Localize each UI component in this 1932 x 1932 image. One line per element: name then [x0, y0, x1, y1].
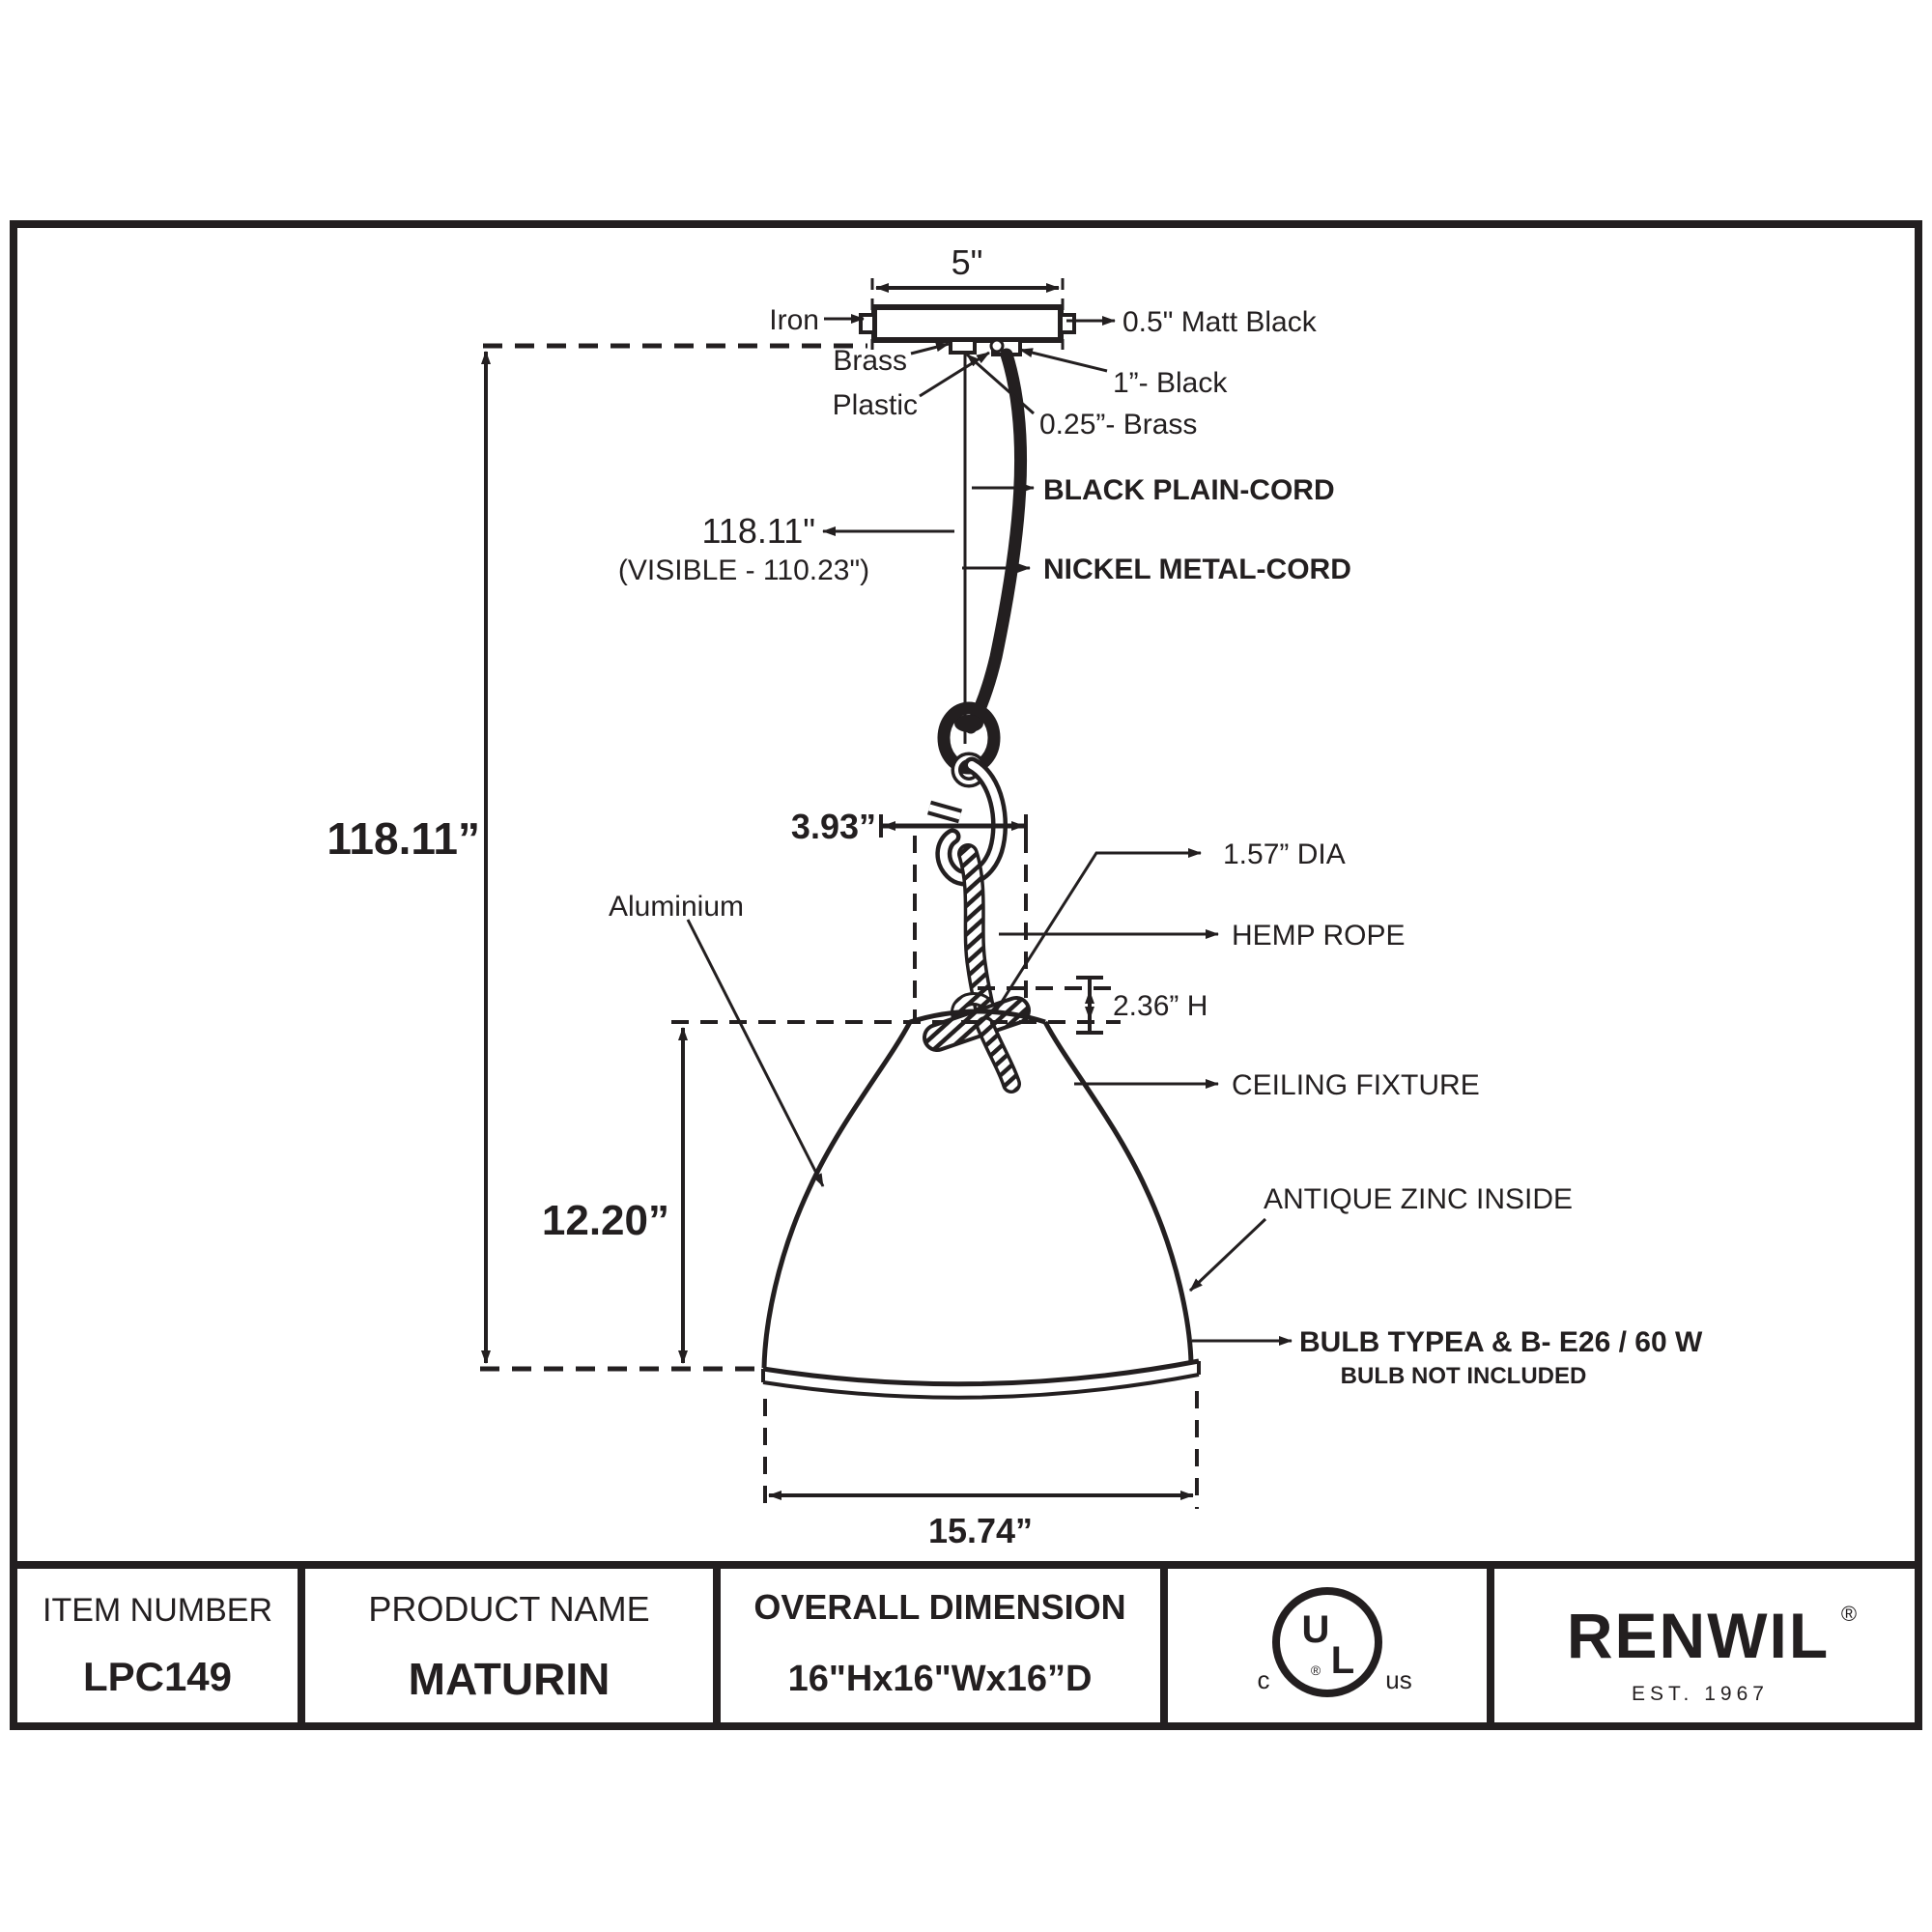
brand-logo: RENWIL ® EST. 1967: [1567, 1600, 1857, 1705]
ul-canada-mark: c: [1258, 1665, 1270, 1694]
knot-height-label: 2.36” H: [1113, 990, 1208, 1022]
antique-zinc-label: ANTIQUE ZINC INSIDE: [1264, 1183, 1573, 1215]
canopy-group: [859, 278, 1076, 356]
overall-dimension-value: 16"Hx16"Wx16”D: [788, 1659, 1093, 1699]
hook-width-label: 3.93”: [791, 807, 876, 846]
rope-group: [923, 843, 1031, 1094]
iron-label: Iron: [769, 304, 819, 336]
rope-diameter-label: 1.57” DIA: [1223, 838, 1346, 870]
metal-cord-label: NICKEL METAL-CORD: [1043, 554, 1351, 585]
item-number-value: LPC149: [83, 1654, 232, 1699]
brand-registered-mark: ®: [1841, 1602, 1857, 1626]
black-cord-line: [964, 348, 1028, 734]
shade-group: [761, 1009, 1201, 1400]
shade-width-label: 15.74”: [928, 1511, 1033, 1550]
brand-established: EST. 1967: [1632, 1683, 1769, 1705]
shade-right-profile: [1042, 1020, 1194, 1364]
ul-registered-mark: ®: [1311, 1662, 1321, 1678]
quarter-brass-label: 0.25”- Brass: [1039, 409, 1197, 440]
hemp-rope-label: HEMP ROPE: [1232, 920, 1406, 952]
one-inch-black-label: 1”- Black: [1113, 367, 1228, 399]
overall-dimension-header: OVERALL DIMENSION: [753, 1587, 1125, 1627]
spec-table: ITEM NUMBER LPC149 PRODUCT NAME MATURIN …: [14, 1561, 1918, 1726]
leader-lines: [686, 314, 1293, 1346]
aluminium-label: Aluminium: [609, 891, 744, 923]
ul-us-mark: us: [1385, 1665, 1411, 1694]
ul-certification-mark: U L ® c us: [1258, 1587, 1412, 1697]
brand-name: RENWIL: [1567, 1600, 1830, 1671]
matt-black-label: 0.5" Matt Black: [1122, 306, 1318, 338]
cord-length-label: 118.11": [701, 511, 815, 551]
cord-visible-label: (VISIBLE - 110.23"): [618, 554, 869, 586]
bulb-spec-label: BULB TYPEA & B- E26 / 60 W: [1299, 1326, 1703, 1358]
hook-group: [926, 752, 1009, 887]
shade-rim-top: [762, 1358, 1200, 1387]
item-number-header: ITEM NUMBER: [43, 1592, 272, 1629]
shade-rim-bottom: [762, 1373, 1200, 1400]
ul-letter-l: L: [1331, 1639, 1354, 1682]
shade-height-label: 12.20”: [542, 1197, 669, 1244]
cord-group: [937, 348, 1028, 775]
ul-letter-u: U: [1302, 1608, 1330, 1651]
product-name-value: MATURIN: [409, 1654, 611, 1704]
plastic-label: Plastic: [833, 389, 918, 421]
bulb-note-label: BULB NOT INCLUDED: [1341, 1363, 1587, 1389]
labels: 5" Iron 0.5" Matt Black Brass Plastic 1”…: [327, 242, 1703, 1550]
shade-left-profile: [761, 1020, 913, 1369]
product-name-header: PRODUCT NAME: [368, 1589, 649, 1629]
ceiling-fixture-label: CEILING FIXTURE: [1232, 1069, 1480, 1101]
dimension-lines: [480, 343, 1199, 1509]
sheet-border: [10, 220, 1922, 1730]
overall-height-label: 118.11”: [327, 813, 480, 864]
plain-cord-label: BLACK PLAIN-CORD: [1043, 474, 1335, 506]
brass-label: Brass: [833, 345, 907, 377]
canopy-width-label: 5": [952, 242, 983, 282]
